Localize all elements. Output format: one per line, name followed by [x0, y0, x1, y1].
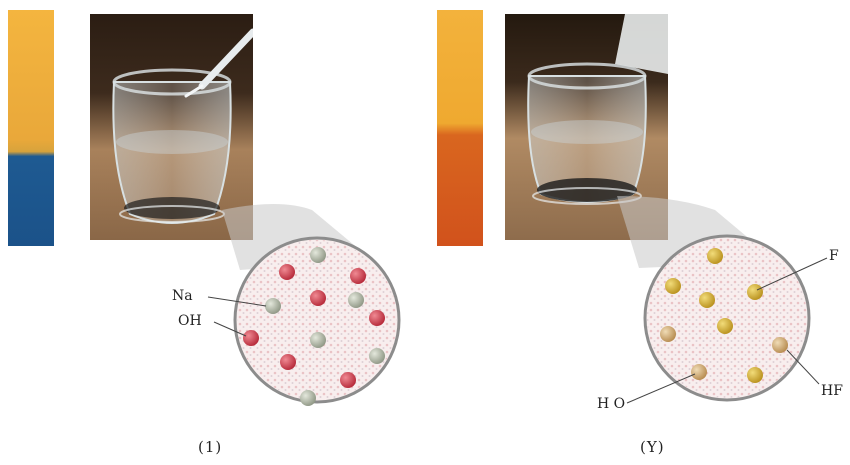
- hf-label: HF: [821, 383, 843, 399]
- hydroxide-ion: [348, 292, 364, 308]
- sodium-ion: [350, 268, 366, 284]
- caption-right: (Y): [640, 438, 665, 456]
- sodium-ion: [310, 290, 326, 306]
- magnified-view: [425, 0, 850, 465]
- fluoride-ion: [747, 367, 763, 383]
- hydroxide-ion: [310, 332, 326, 348]
- sodium-ion: [243, 330, 259, 346]
- hydroxide-ion: [300, 390, 316, 406]
- fluoride-ion: [747, 284, 763, 300]
- sodium-ion: [279, 264, 295, 280]
- sodium-ion: [369, 310, 385, 326]
- water-label: H O: [597, 396, 625, 412]
- hf-molecule: [660, 326, 676, 342]
- sodium-ion: [340, 372, 356, 388]
- panel-sodium-hydroxide: Na OH (1): [0, 0, 425, 465]
- fluoride-label: F: [829, 248, 839, 264]
- caption-left: (1): [198, 438, 222, 456]
- hydroxide-ion: [265, 298, 281, 314]
- hf-molecule: [772, 337, 788, 353]
- fluoride-ion: [665, 278, 681, 294]
- fluoride-ion: [717, 318, 733, 334]
- sodium-label: Na: [172, 288, 193, 304]
- fluoride-ion: [707, 248, 723, 264]
- panel-hydrofluoric-acid: F HF H O (Y): [425, 0, 850, 465]
- hydroxide-label: OH: [178, 313, 202, 329]
- magnified-view: [0, 0, 425, 465]
- hf-molecule: [691, 364, 707, 380]
- fluoride-ion: [699, 292, 715, 308]
- sodium-ion: [280, 354, 296, 370]
- hydroxide-ion: [310, 247, 326, 263]
- hydroxide-ion: [369, 348, 385, 364]
